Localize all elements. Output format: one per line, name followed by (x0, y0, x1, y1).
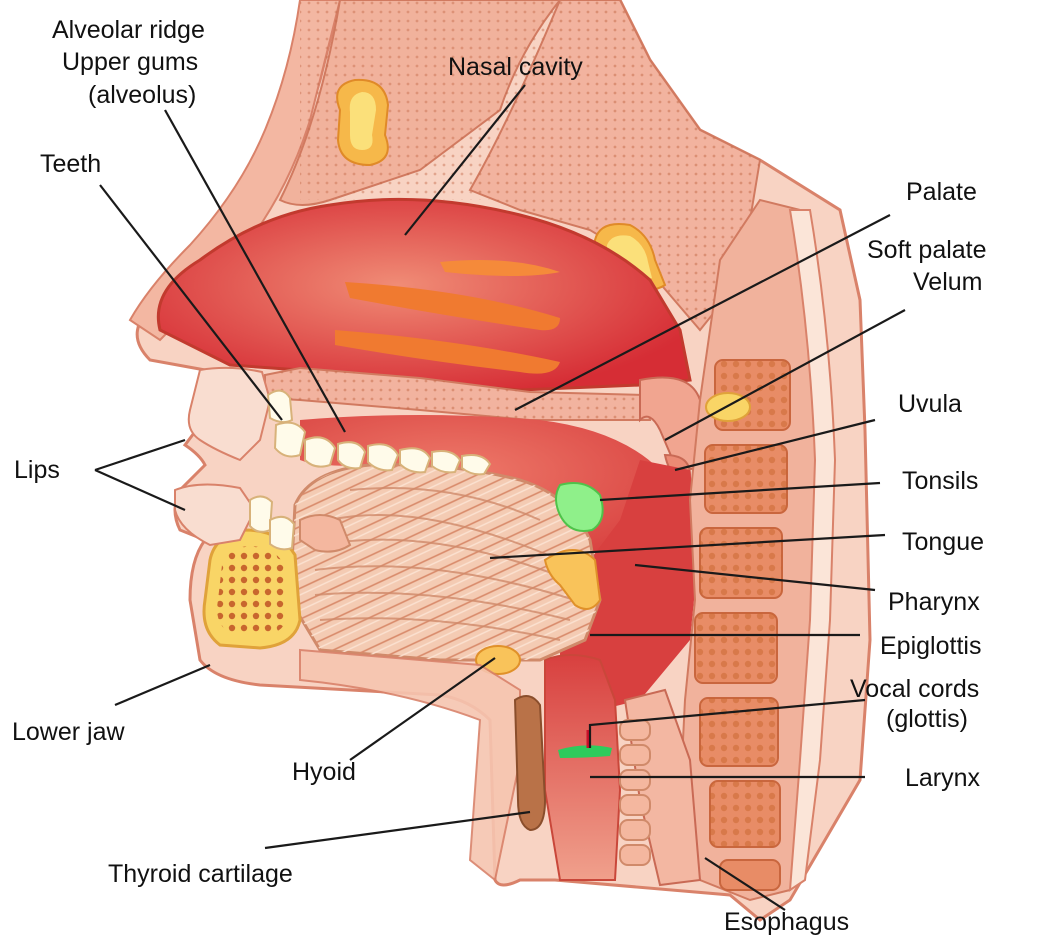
label-uvula: Uvula (898, 390, 962, 418)
label-glottis: (glottis) (886, 705, 968, 733)
label-esophagus: Esophagus (724, 908, 849, 936)
lower-lip-tissue (175, 484, 255, 545)
label-palate: Palate (906, 178, 977, 206)
label-lips: Lips (14, 456, 60, 484)
label-tongue: Tongue (902, 528, 984, 556)
label-alveolus: (alveolus) (88, 81, 196, 109)
label-pharynx: Pharynx (888, 588, 980, 616)
label-lower-jaw: Lower jaw (12, 718, 125, 746)
label-epiglottis: Epiglottis (880, 632, 981, 660)
label-larynx: Larynx (905, 764, 981, 792)
thyroid-cartilage-shape (515, 696, 545, 830)
label-hyoid: Hyoid (292, 758, 356, 786)
label-velum: Velum (913, 268, 982, 296)
leader-lips-upper (95, 440, 185, 470)
label-tonsils: Tonsils (902, 467, 978, 495)
label-vocal-cords: Vocal cords (850, 675, 979, 703)
larynx-airway (545, 655, 620, 880)
leader-lips-lower (95, 470, 185, 510)
label-thyroid-cartilage: Thyroid cartilage (108, 860, 293, 888)
label-upper-gums: Upper gums (62, 48, 198, 76)
label-teeth: Teeth (40, 150, 101, 178)
label-alveolar-ridge: Alveolar ridge (52, 16, 205, 44)
label-soft-palate: Soft palate (867, 236, 987, 264)
leader-lower-jaw (115, 665, 210, 705)
label-nasal-cavity: Nasal cavity (448, 53, 583, 81)
